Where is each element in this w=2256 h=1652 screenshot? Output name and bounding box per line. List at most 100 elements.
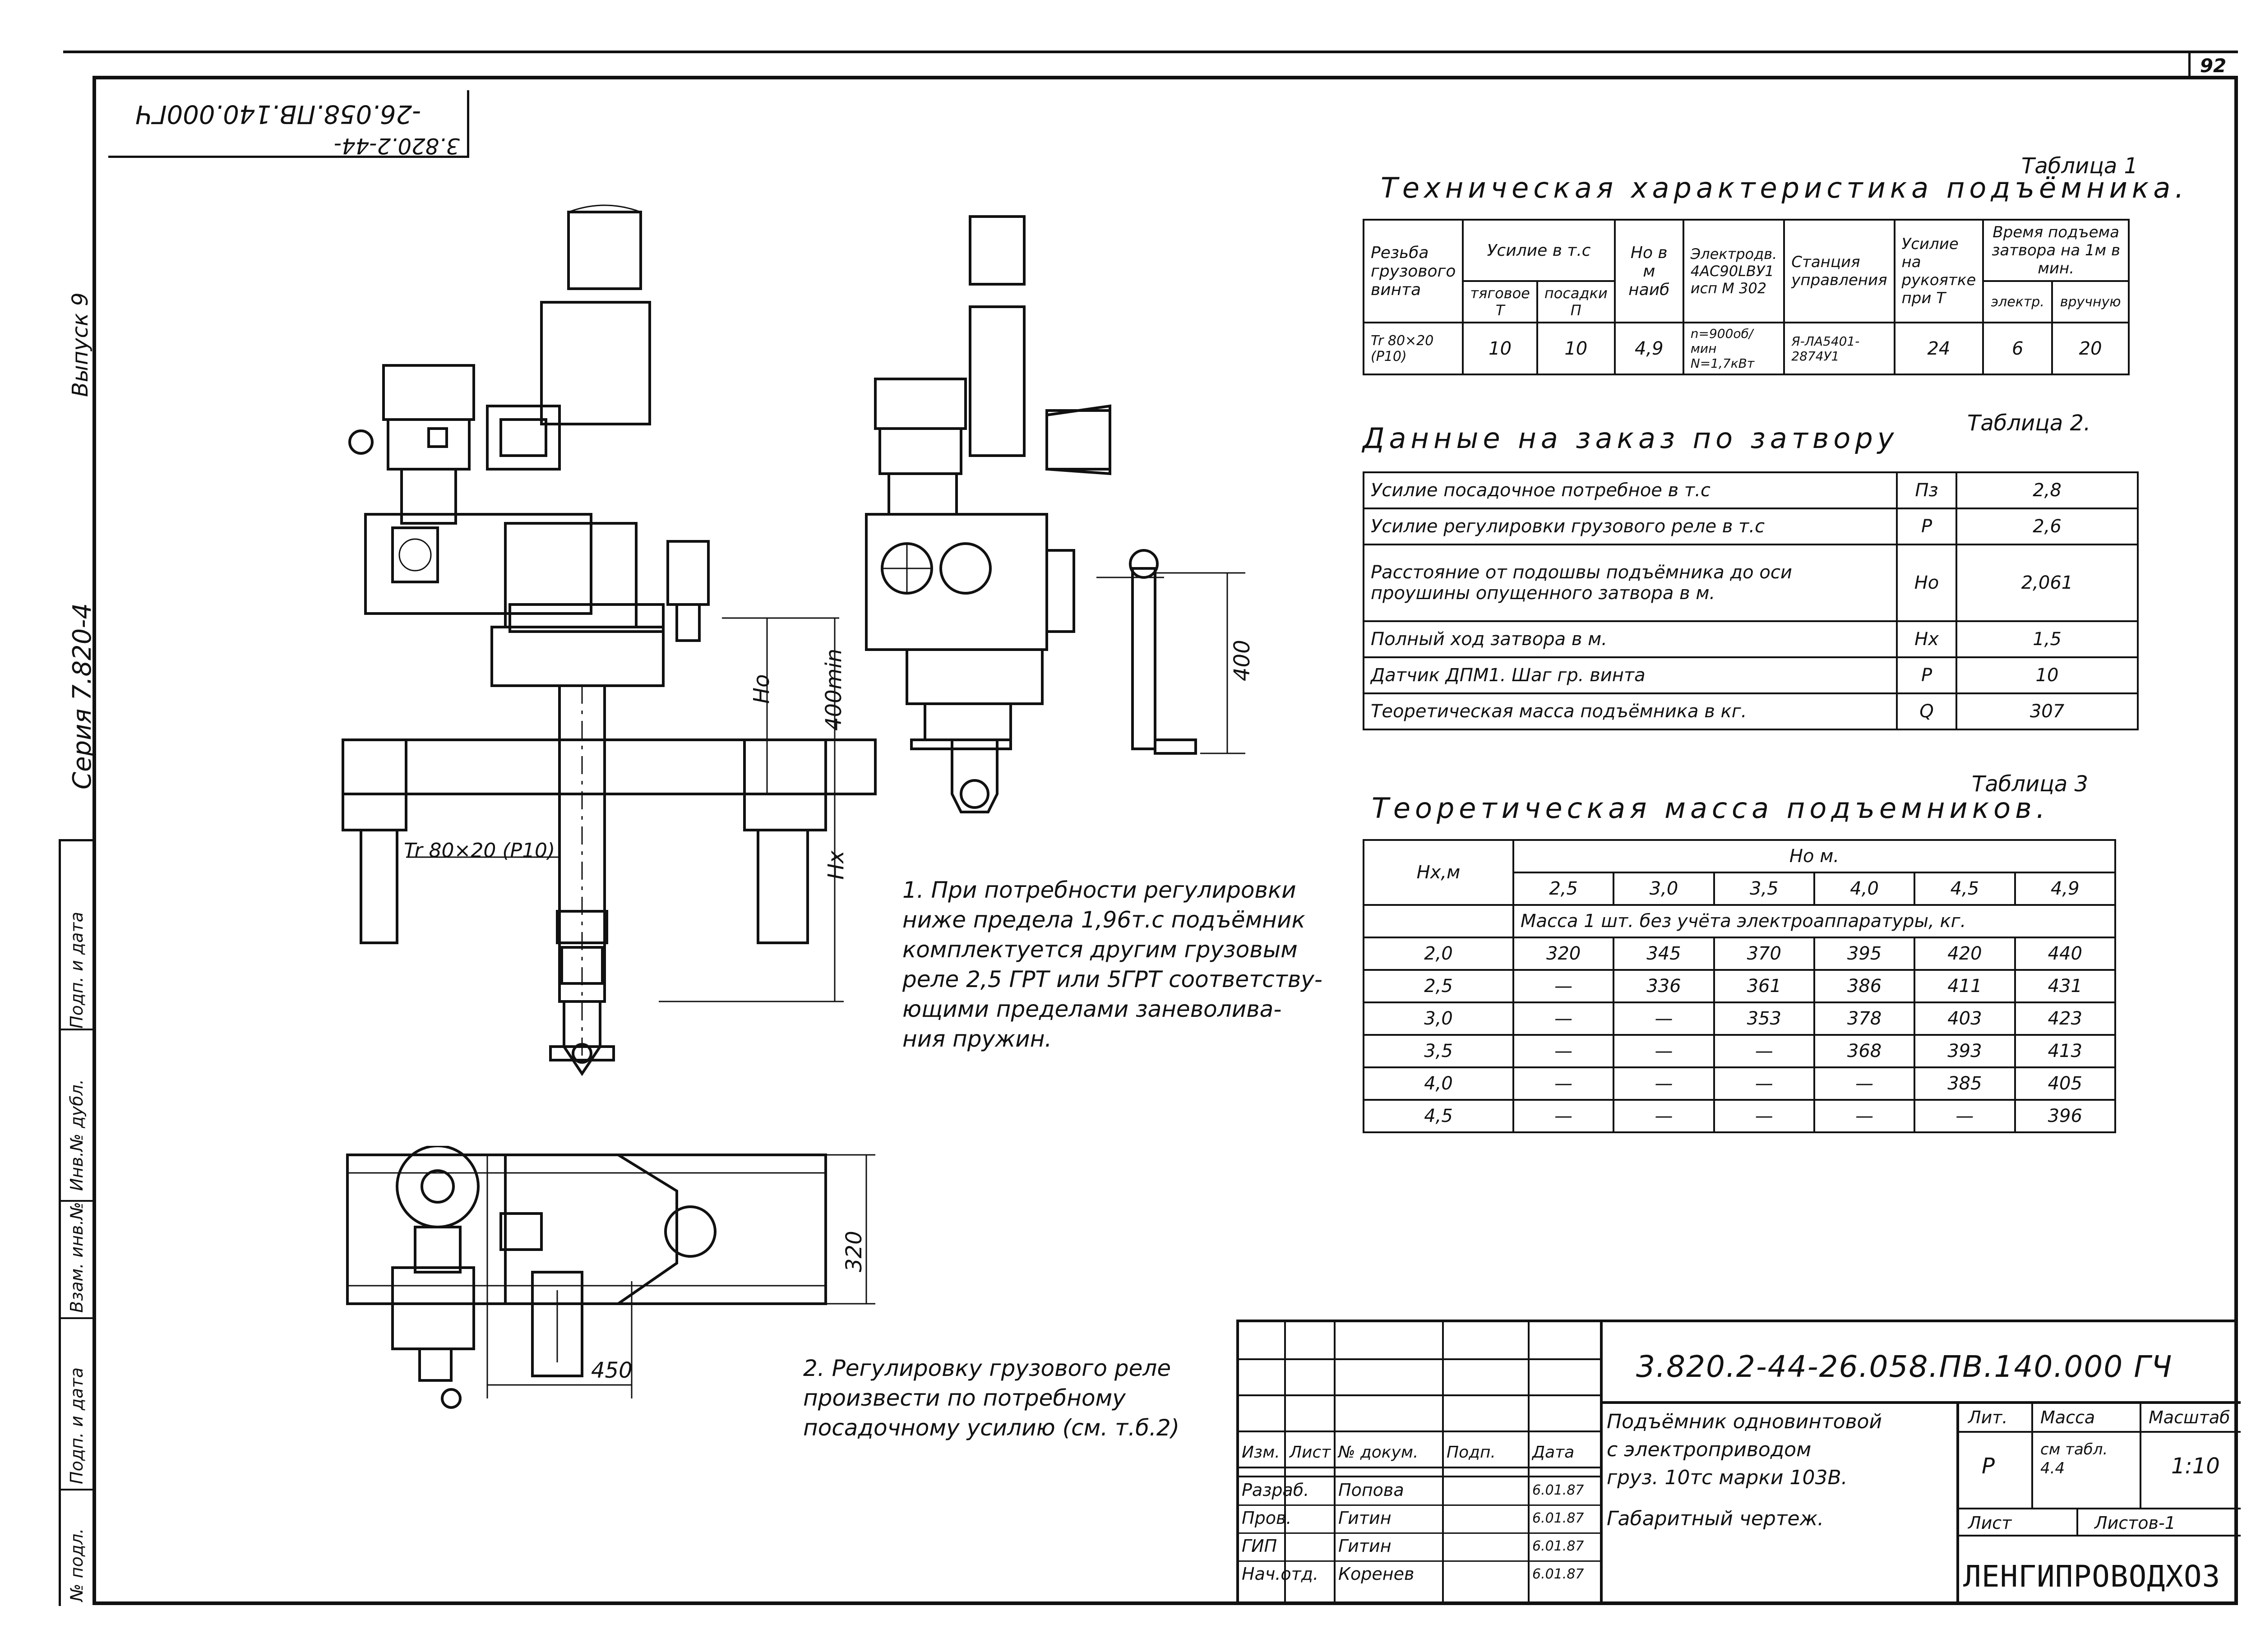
tb-name: Гитин	[1338, 1536, 1392, 1556]
tb-head-list: Лист	[1290, 1443, 1331, 1462]
t3-cell: 336	[1613, 969, 1715, 1003]
t1-man: 20	[2051, 322, 2130, 375]
t3-hx: 2,5	[1363, 969, 1514, 1003]
t3-cell: —	[1813, 1066, 1916, 1101]
side-view-drawing	[865, 215, 1245, 813]
t1-station: Я-ЛА5401-2874У1	[1783, 322, 1895, 375]
t3-cell: 345	[1613, 937, 1715, 971]
t3-hx: 2,0	[1363, 937, 1514, 971]
t3-cell: 370	[1713, 937, 1815, 971]
front-view-drawing	[342, 204, 877, 1076]
t3-colgroup: Ho м.	[1512, 839, 2116, 873]
t2-sym: Q	[1896, 692, 1957, 730]
t1-head-thread: Резьба грузового винта	[1362, 219, 1464, 323]
t3-col: 3,5	[1713, 872, 1815, 906]
t2-sym: Пз	[1896, 471, 1957, 509]
tb-name: Коренев	[1338, 1564, 1415, 1584]
t3-col: 2,5	[1512, 872, 1615, 906]
t2-name: Усилие посадочное потребное в т.с	[1363, 471, 1898, 509]
rotated-stamp-line2: -26.058.ПВ.140.000ГЧ	[135, 99, 421, 129]
t3-hx: 3,5	[1363, 1034, 1514, 1068]
t3-cell: 361	[1713, 969, 1815, 1003]
margin-divider	[59, 1029, 92, 1030]
t3-cell: —	[1613, 1099, 1715, 1133]
margin-divider	[59, 1317, 92, 1319]
tb-date: 6.01.87	[1532, 1538, 1584, 1554]
t3-cell: 395	[1813, 937, 1916, 971]
t3-cell: 385	[1914, 1066, 2016, 1101]
t3-rowhead: Hx,м	[1363, 839, 1514, 906]
t2-name: Датчик ДПМ1. Шаг гр. винта	[1363, 656, 1898, 694]
issue-label: Выпуск 9	[68, 292, 93, 397]
t3-cell: —	[1613, 1066, 1715, 1101]
t3-subhead: Масса 1 шт. без учёта электроаппаратуры,…	[1512, 904, 2116, 938]
t3-cell: 423	[2014, 1001, 2117, 1036]
left-margin-strip	[59, 839, 92, 1606]
t3-cell: —	[1512, 1034, 1615, 1068]
t2-name: Усилие регулировки грузового реле в т.с	[1363, 508, 1898, 545]
tb-title: Подъёмник одновинтовой с электроприводом…	[1607, 1410, 1882, 1489]
dim-thread: Tr 80×20 (P10)	[404, 839, 555, 862]
tb-mass: см табл. 4.4	[2040, 1440, 2108, 1477]
t2-sym: P	[1896, 508, 1957, 545]
t3-cell: 378	[1813, 1001, 1916, 1036]
dim-400min: 400min	[821, 648, 846, 731]
t1-head-motor: Электродв. 4АС90LВУ1 исп М 302	[1682, 219, 1785, 323]
table1: Резьба грузового винта Усилие в т.с Ho в…	[1362, 219, 2130, 375]
t2-val: 2,6	[1956, 508, 2139, 545]
tb-lit-label: Лит.	[1968, 1407, 2008, 1427]
series-label: Серия 7.820-4	[68, 603, 97, 789]
t3-cell: —	[1613, 1034, 1715, 1068]
t3-cell: 411	[1914, 969, 2016, 1003]
t1-head-ho: Ho в м наиб	[1613, 219, 1684, 323]
t2-name: Расстояние от подошвы подъёмника до оси …	[1363, 544, 1898, 622]
dim-320: 320	[841, 1231, 867, 1272]
t1-p: 10	[1536, 322, 1616, 375]
t1-head-force: Усилие в т.с	[1462, 219, 1616, 282]
plan-view-drawing	[346, 1146, 875, 1409]
tb-sheets-label: Листов-1	[2094, 1513, 2176, 1533]
dim-450: 450	[591, 1358, 633, 1383]
margin-divider	[59, 1489, 92, 1490]
title-block: Изм. Лист № докум. Подп. Дата Разраб. По…	[1236, 1320, 2241, 1605]
tb-doc-code: 3.820.2-44-26.058.ПВ.140.000 ГЧ	[1636, 1349, 2173, 1384]
tb-lit: Р	[1982, 1454, 1995, 1479]
table2-label: Таблица 2.	[1967, 411, 2091, 436]
margin-cell-1: Инв.№ дубл.	[67, 1079, 87, 1191]
top-border	[63, 51, 2238, 53]
t2-val: 2,8	[1956, 471, 2139, 509]
t1-el: 6	[1982, 322, 2053, 375]
t1-head-man: вручную	[2051, 280, 2130, 323]
tb-head-izm: Изм.	[1242, 1443, 1280, 1462]
table1-label: Таблица 1	[2021, 153, 2138, 179]
t3-cell: 413	[2014, 1034, 2117, 1068]
tb-role: ГИП	[1242, 1536, 1277, 1556]
tb-date: 6.01.87	[1532, 1482, 1584, 1498]
t3-cell: 386	[1813, 969, 1916, 1003]
t3-cell: —	[1713, 1099, 1815, 1133]
drawing-frame	[92, 76, 2238, 1605]
left-margin-cells: Взам. инв.№ Инв.№ дубл. Подп. и дата Под…	[59, 839, 92, 1606]
margin-cell-3: Подп. и дата	[67, 1367, 87, 1484]
t3-cell: 353	[1713, 1001, 1815, 1036]
t1-ho: 4,9	[1613, 322, 1684, 375]
tb-role: Пров.	[1242, 1508, 1292, 1528]
t3-cell: 396	[2014, 1099, 2117, 1133]
tb-head-doc: № докум.	[1338, 1443, 1419, 1462]
tb-date: 6.01.87	[1532, 1510, 1584, 1526]
t3-hx: 3,0	[1363, 1001, 1514, 1036]
tb-date: 6.01.87	[1532, 1566, 1584, 1582]
t3-hx: 4,0	[1363, 1066, 1514, 1101]
tb-role: Разраб.	[1242, 1480, 1309, 1500]
t3-cell: 320	[1512, 937, 1615, 971]
t1-t: 10	[1462, 322, 1538, 375]
tb-mass-label: Масса	[2040, 1407, 2095, 1427]
revision-grid: Изм. Лист № докум. Подп. Дата Разраб. По…	[1239, 1322, 1600, 1605]
tb-head-date: Дата	[1532, 1443, 1575, 1462]
t3-cell: —	[1914, 1099, 2016, 1133]
t3-col: 3,0	[1613, 872, 1715, 906]
page-number: 92	[2200, 55, 2227, 77]
tb-scale-label: Масштаб	[2149, 1407, 2230, 1427]
